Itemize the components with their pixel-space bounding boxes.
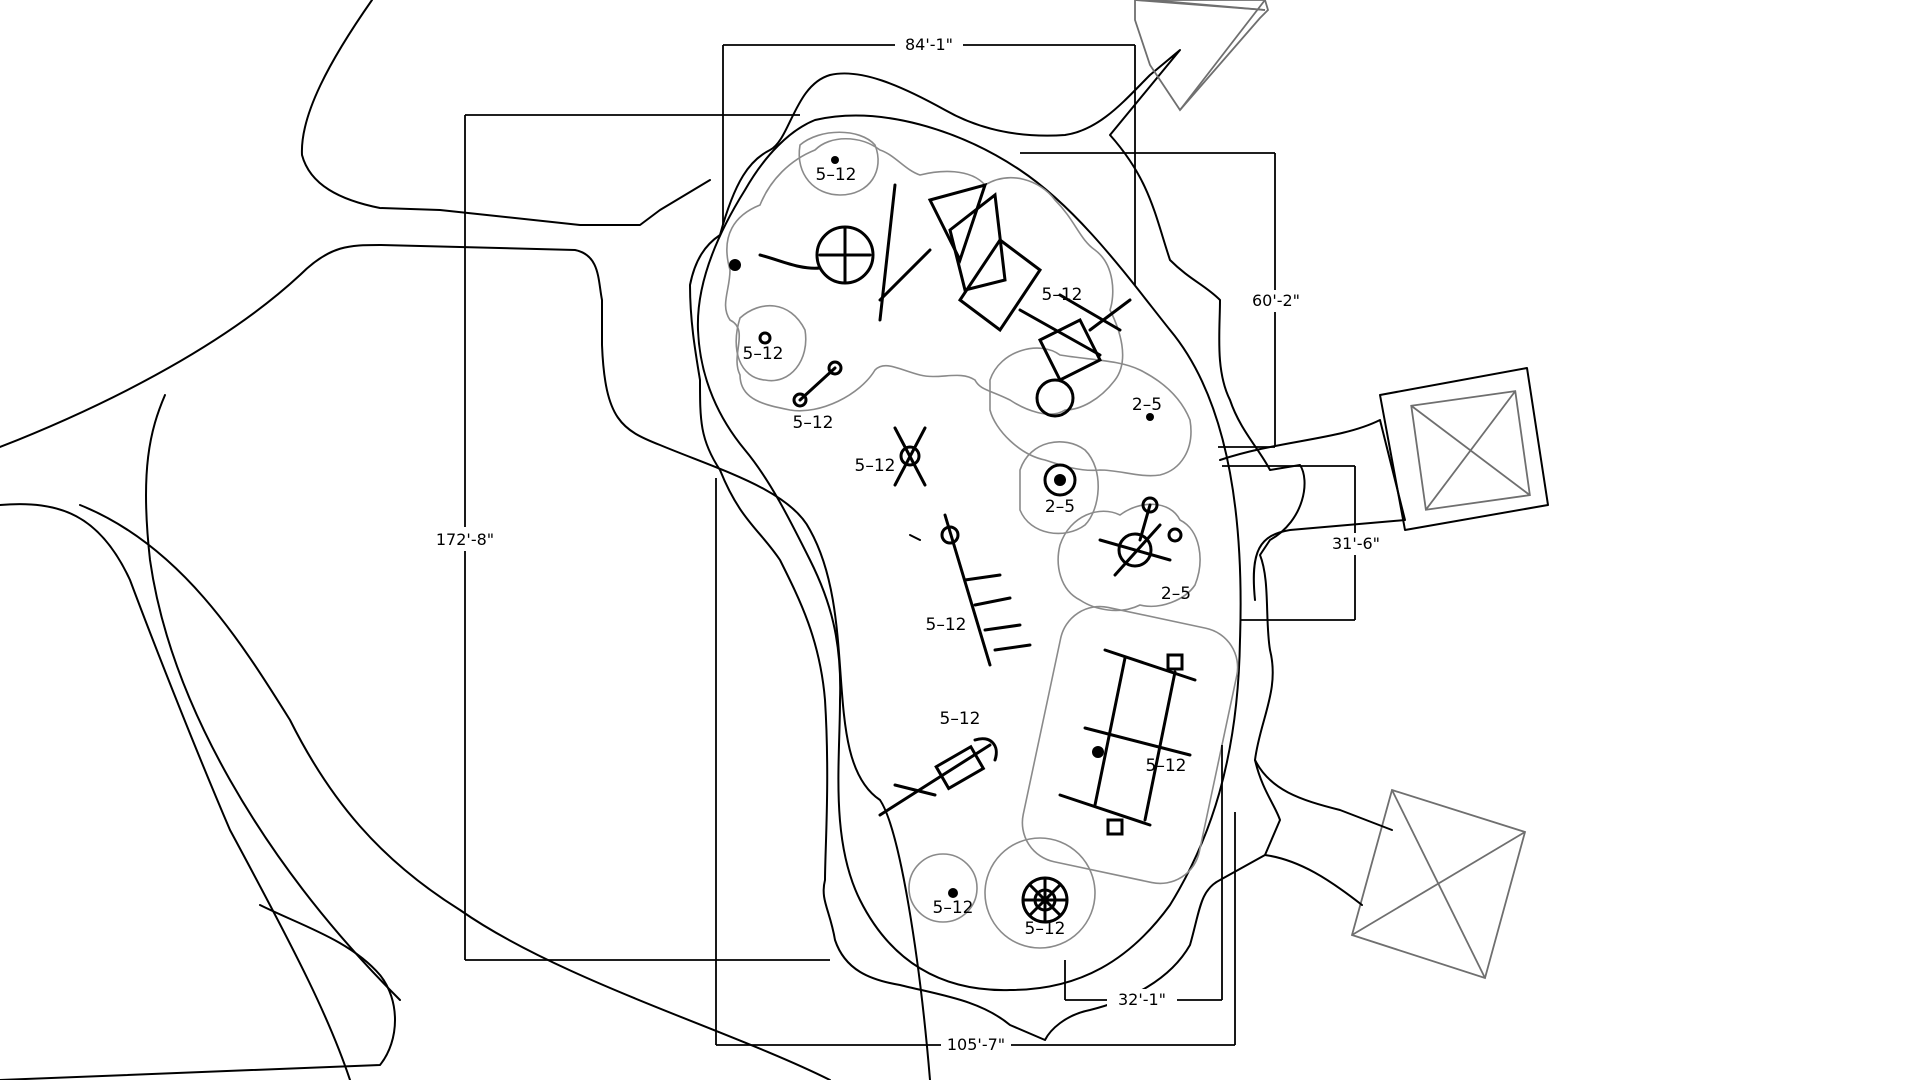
wheel-spinner-bottom: [1021, 876, 1069, 924]
small-item-2-5: [1146, 413, 1154, 421]
zone-left-bubble: [735, 305, 807, 382]
zone-2-5-lower: [1057, 503, 1201, 612]
zone-lower-right-rect: [1021, 605, 1239, 885]
zone-bottom-circle-small: [908, 853, 978, 923]
shelter-right-lower: [1254, 759, 1527, 980]
zone-label: 5–12: [816, 165, 857, 185]
dim-left-height: 172'-8": [436, 530, 494, 549]
zone-label: 2–5: [1161, 584, 1191, 604]
zone-label: 5–12: [933, 898, 974, 918]
walkway-far-left: [144, 394, 401, 1001]
dim-right-middle: 31'-6": [1332, 534, 1380, 553]
zone-2-5-right: [989, 347, 1192, 477]
zone-label: 5–12: [743, 344, 784, 364]
spinner-left: [758, 331, 772, 345]
zone-label: 5–12: [1042, 285, 1083, 305]
composite-structure-1: [729, 182, 1132, 418]
structure-lower-left: [878, 737, 998, 817]
spring-rider-x: [893, 426, 927, 487]
walkway-upper: [300, 0, 711, 226]
zone-label: 5–12: [1025, 919, 1066, 939]
walkway-corner: [0, 904, 396, 1080]
zone-upper-bubble: [798, 131, 879, 196]
walkways: [0, 0, 931, 1080]
play-surface-inner: [696, 114, 1242, 992]
zone-label: 5–12: [940, 709, 981, 729]
tot-structure: [1098, 496, 1183, 577]
dim-bottom-small: 32'-1": [1118, 990, 1166, 1009]
shelter-top: [1134, 0, 1270, 112]
equipment: [729, 156, 1197, 924]
zone-label: 2–5: [1045, 497, 1075, 517]
zone-bottom-circle-large: [984, 837, 1096, 949]
use-zones: [724, 131, 1239, 949]
swing-set-center: [940, 513, 1032, 667]
zone-labels: 5–12 5–12 5–12 5–12 2–5 5–12 2–5 2–5 5–1…: [743, 165, 1192, 939]
round-spinner-center: [1043, 463, 1077, 497]
zone-label: 5–12: [1146, 756, 1187, 776]
spinner-bottom-small: [948, 888, 958, 898]
dim-top-width: 84'-1": [905, 35, 953, 54]
zone-label: 5–12: [855, 456, 896, 476]
zipline: [1058, 648, 1197, 836]
dimension-labels: 84'-1" 172'-8" 60'-2" 31'-6" 32'-1" 105'…: [425, 33, 1392, 1056]
inner-walkways: [909, 534, 921, 541]
small-item-top: [831, 156, 839, 164]
zone-label: 2–5: [1132, 395, 1162, 415]
walkway-left-large: [0, 244, 931, 1080]
zone-label: 5–12: [926, 615, 967, 635]
shelters: [1134, 0, 1549, 980]
zone-top-left: [724, 138, 1124, 415]
walkway-curve-bottom: [79, 504, 831, 1080]
shelter-right-upper: [1219, 367, 1549, 601]
seesaw-left: [792, 360, 843, 408]
dim-bottom-width: 105'-7": [947, 1035, 1005, 1054]
play-area-outer-boundary: [689, 49, 1306, 1041]
walkway-left-inner: [0, 503, 351, 1080]
dim-right-upper: 60'-2": [1252, 291, 1300, 310]
zone-2-5-center: [1019, 441, 1099, 535]
zone-label: 5–12: [793, 413, 834, 433]
